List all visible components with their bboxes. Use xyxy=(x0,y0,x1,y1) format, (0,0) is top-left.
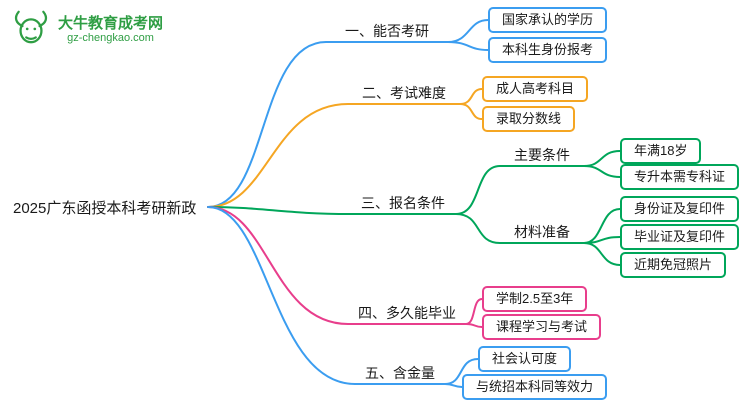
connector-branch3 xyxy=(207,206,351,215)
site-name: 大牛教育成考网 xyxy=(58,14,164,32)
leaf-node-apply-as-undergraduate: 本科生身份报考 xyxy=(488,37,608,63)
leaf-node-id-card-copy: 身份证及复印件 xyxy=(620,196,740,222)
leaf-node-admission-score-line: 录取分数线 xyxy=(482,106,576,132)
connector-branch3-sub2 xyxy=(455,213,501,244)
leaf-node-age-18: 年满18岁 xyxy=(620,138,702,164)
connector-sub1-leaf2 xyxy=(583,165,621,178)
connector-branch4-leaf1 xyxy=(465,298,483,325)
connector-branch1-leaf2 xyxy=(447,41,489,51)
leaf-node-social-recognition: 社会认可度 xyxy=(478,346,572,372)
connector-branch4-leaf2 xyxy=(465,323,483,328)
leaf-node-study-duration: 学制2.5至3年 xyxy=(482,286,588,312)
connector-branch3-sub1 xyxy=(455,165,501,215)
connector-branch5-leaf1 xyxy=(444,358,479,385)
connector-branch5 xyxy=(207,206,356,385)
leaf-node-equal-to-full-time-degree: 与统招本科同等效力 xyxy=(462,374,608,400)
connector-sub2-leaf2 xyxy=(583,236,621,244)
site-domain: gz-chengkao.com xyxy=(67,31,154,44)
branch-label-registration-requirements: 三、报名条件 xyxy=(350,193,456,215)
connector-sub1-leaf1 xyxy=(583,150,621,167)
leaf-node-college-diploma-required: 专升本需专科证 xyxy=(620,164,740,190)
connector-branch1-leaf1 xyxy=(447,19,489,43)
leaf-node-coursework-exams: 课程学习与考试 xyxy=(482,314,602,340)
leaf-node-adult-gaokao-subjects: 成人高考科目 xyxy=(482,76,589,102)
bull-logo-icon xyxy=(10,8,52,51)
connector-branch2-leaf1 xyxy=(459,88,483,105)
connector-branch2 xyxy=(207,103,349,208)
branch-label-degree-value: 五、含金量 xyxy=(355,363,445,385)
connector-sub2-leaf3 xyxy=(583,242,621,266)
connector-branch1 xyxy=(207,41,327,208)
branch-label-exam-difficulty: 二、考试难度 xyxy=(348,83,460,105)
central-topic: 2025广东函授本科考研新政 xyxy=(13,200,197,217)
leaf-node-state-recognized-degree: 国家承认的学历 xyxy=(488,7,608,33)
connector-branch5-leaf2 xyxy=(444,383,463,388)
subnode-material-preparation: 材料准备 xyxy=(500,222,584,244)
site-logo: 大牛教育成考网 gz-chengkao.com xyxy=(10,8,163,51)
subnode-main-conditions: 主要条件 xyxy=(500,145,584,167)
leaf-node-diploma-copy: 毕业证及复印件 xyxy=(620,224,740,250)
branch-label-kaoyan-eligibility: 一、能否考研 xyxy=(326,21,448,43)
leaf-node-recent-photo: 近期免冠照片 xyxy=(620,252,727,278)
connector-branch4 xyxy=(207,206,349,325)
branch-label-graduation-time: 四、多久能毕业 xyxy=(348,303,466,325)
connector-branch2-leaf2 xyxy=(459,103,483,120)
